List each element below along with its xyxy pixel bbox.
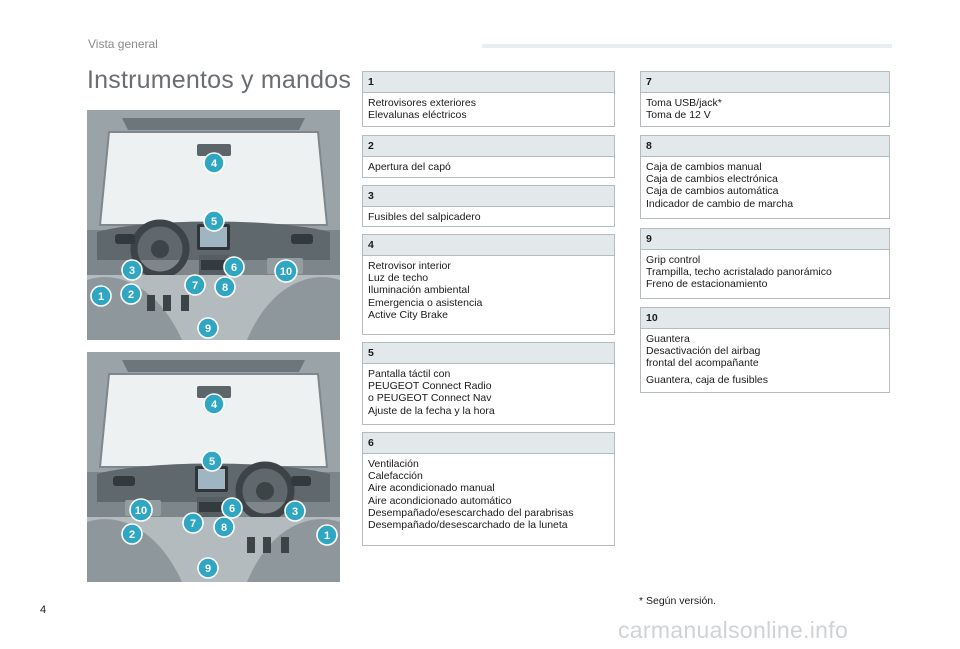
page-title: Instrumentos y mandos: [87, 66, 352, 94]
item-number: 3: [363, 186, 614, 207]
item-number: 6: [363, 433, 614, 454]
item-line: Caja de cambios electrónica: [646, 173, 778, 186]
item-number: 2: [363, 136, 614, 157]
item-line: Toma de 12 V: [646, 109, 711, 122]
item-line: Retrovisores exteriores: [368, 97, 476, 109]
item-line: Pantalla táctil con: [368, 368, 451, 380]
dashboard-diagram-rhd: 4 5 10 6 3 7 8 2 1 9: [87, 352, 340, 582]
item-line: Freno de estacionamiento: [646, 278, 768, 291]
callout-label: 10: [280, 266, 292, 278]
callout-label: 7: [190, 518, 196, 530]
callout-label: 9: [205, 563, 211, 575]
item-box-3: 3 Fusibles del salpicadero: [362, 185, 615, 227]
item-box-5: 5 Pantalla táctil con PEUGEOT Connect Ra…: [362, 342, 615, 425]
item-number: 1: [363, 72, 614, 93]
item-line: Guantera, caja de fusibles: [646, 373, 768, 386]
callout-label: 5: [209, 456, 215, 468]
item-line: Caja de cambios manual: [646, 161, 762, 173]
item-line: Active City Brake: [368, 308, 448, 321]
item-number: 4: [363, 235, 614, 256]
item-line: Emergencia o asistencia: [368, 296, 483, 309]
item-number: 9: [641, 229, 889, 250]
callout-label: 1: [324, 530, 330, 542]
callout-label: 2: [129, 529, 135, 541]
item-number: 8: [641, 136, 889, 157]
item-line: Luz de techo: [368, 272, 429, 285]
footnote: * Según versión.: [639, 595, 717, 607]
callout-label: 8: [222, 282, 228, 294]
callout-label: 10: [135, 505, 147, 517]
item-line: Fusibles del salpicadero: [368, 211, 481, 223]
item-line: Desactivación del airbag: [646, 345, 761, 358]
item-line: o PEUGEOT Connect Nav: [368, 392, 492, 405]
item-line: Trampilla, techo acristalado panorámico: [646, 266, 832, 279]
callout-label: 6: [231, 262, 237, 274]
callout-label: 7: [192, 280, 198, 292]
item-line: Desempañado/desescarchado de la luneta: [368, 519, 568, 532]
item-number: 7: [641, 72, 889, 93]
item-line: Calefacción: [368, 470, 423, 483]
item-box-7: 7 Toma USB/jack* Toma de 12 V: [640, 71, 890, 127]
item-box-8: 8 Caja de cambios manual Caja de cambios…: [640, 135, 890, 219]
item-number: 5: [363, 343, 614, 364]
callout-label: 2: [128, 289, 134, 301]
item-box-10: 10 Guantera Desactivación del airbag fro…: [640, 307, 890, 393]
item-line: Ajuste de la fecha y la hora: [368, 404, 495, 417]
item-line: frontal del acompañante: [646, 357, 759, 370]
item-number: 10: [641, 308, 889, 329]
item-line: Aire acondicionado manual: [368, 482, 495, 495]
callout-label: 5: [211, 216, 217, 228]
callout-label: 9: [205, 323, 211, 335]
item-line: Caja de cambios automática: [646, 185, 779, 198]
page-number: 4: [40, 604, 47, 616]
item-box-1: 1 Retrovisores exteriores Elevalunas elé…: [362, 71, 615, 127]
callout-label: 3: [129, 265, 135, 277]
item-box-4: 4 Retrovisor interior Luz de techo Ilumi…: [362, 234, 615, 335]
callout-label: 4: [211, 158, 218, 170]
item-line: Guantera: [646, 333, 690, 345]
item-line: Aire acondicionado automático: [368, 494, 512, 507]
item-line: Desempañado/esescarchado del parabrisas: [368, 506, 574, 519]
header-rule: [482, 44, 892, 48]
item-line: PEUGEOT Connect Radio: [368, 380, 492, 393]
callout-label: 8: [221, 522, 227, 534]
item-box-2: 2 Apertura del capó: [362, 135, 615, 178]
item-line: Retrovisor interior: [368, 260, 451, 272]
item-box-9: 9 Grip control Trampilla, techo acristal…: [640, 228, 890, 299]
dashboard-diagram-lhd: 4 5 3 6 10 7 8 1 2 9: [87, 110, 340, 340]
callout-label: 3: [292, 506, 298, 518]
item-box-6: 6 Ventilación Calefacción Aire acondicio…: [362, 432, 615, 546]
item-line: Indicador de cambio de marcha: [646, 197, 794, 210]
item-line: Apertura del capó: [368, 161, 451, 173]
section-label: Vista general: [88, 37, 158, 51]
item-line: Iluminación ambiental: [368, 284, 470, 297]
item-line: Grip control: [646, 254, 701, 266]
callout-label: 4: [211, 399, 218, 411]
callout-label: 6: [229, 503, 235, 515]
watermark: carmanualsonline.info: [618, 617, 849, 643]
item-line: Elevalunas eléctricos: [368, 109, 467, 122]
item-line: Ventilación: [368, 458, 419, 470]
callout-label: 1: [98, 291, 104, 303]
item-line: Toma USB/jack*: [646, 97, 722, 109]
